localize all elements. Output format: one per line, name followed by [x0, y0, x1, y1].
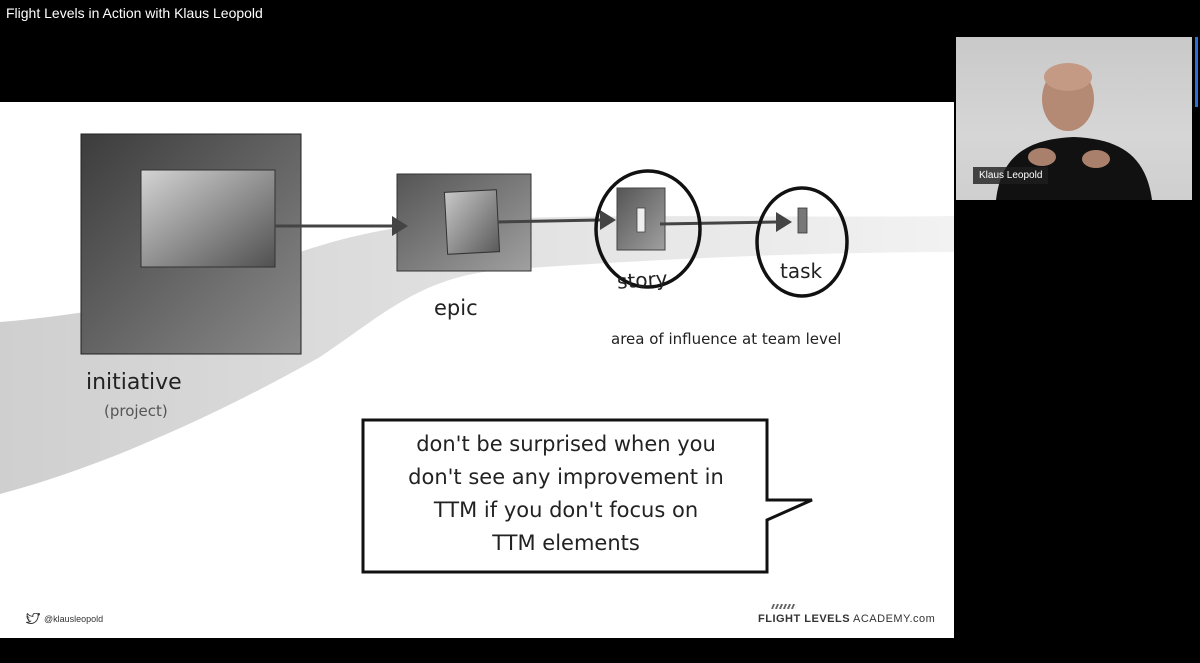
story-circle	[594, 169, 702, 289]
bubble-line: TTM if you don't focus on	[433, 498, 699, 522]
academy-logo-rest: ACADEMY.com	[850, 613, 936, 625]
twitter-handle-text: @klausleopold	[44, 614, 104, 624]
academy-logo-bold: FLIGHT LEVELS	[758, 613, 851, 625]
flow-arrows	[275, 210, 792, 236]
story-inner-box	[636, 207, 646, 233]
academy-logo: FLIGHT LEVELS ACADEMY.com	[758, 613, 935, 625]
bubble-line: don't be surprised when you	[416, 432, 716, 456]
label-area-of-influence: area of influence at team level	[611, 330, 842, 348]
twitter-bird-icon	[26, 613, 40, 624]
slide-diagram	[0, 133, 954, 574]
window-title: Flight Levels in Action with Klaus Leopo…	[6, 5, 263, 21]
speech-bubble-text: don't be surprised when you don't see an…	[368, 428, 764, 560]
panel-scroll-indicator[interactable]	[1195, 37, 1198, 107]
label-project: (project)	[104, 402, 168, 420]
epic-inner-box	[443, 189, 501, 255]
label-epic: epic	[434, 296, 478, 320]
twitter-handle: @klausleopold	[26, 613, 103, 625]
bubble-line: don't see any improvement in	[408, 465, 724, 489]
presentation-slide: initiative (project) epic story task are…	[0, 102, 954, 638]
speech-bubble	[361, 418, 813, 574]
initiative-inner-box	[140, 169, 276, 268]
bubble-line: TTM elements	[492, 531, 640, 555]
participant-silhouette	[996, 63, 1152, 200]
label-task: task	[780, 259, 823, 283]
task-circle	[755, 186, 849, 298]
participant-video[interactable]: Klaus Leopold	[956, 37, 1192, 200]
label-initiative: initiative	[86, 370, 182, 395]
participant-name-tag: Klaus Leopold	[973, 167, 1049, 184]
label-story: story	[616, 266, 669, 294]
task-mark	[797, 207, 808, 234]
academy-logo-mark	[771, 604, 797, 609]
